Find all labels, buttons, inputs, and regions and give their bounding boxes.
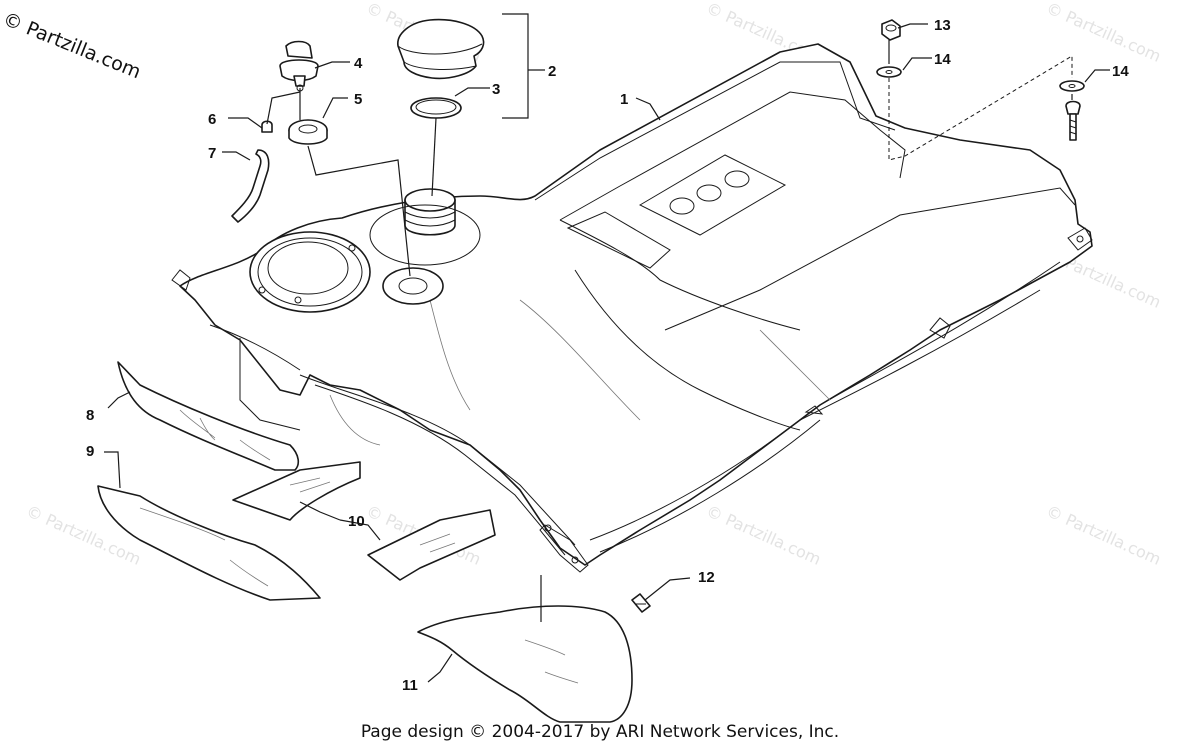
pad-8 <box>117 361 300 471</box>
pad-10-upper <box>232 461 361 521</box>
callout-2: 2 <box>548 63 556 80</box>
callout-13: 13 <box>934 17 951 34</box>
push-clip <box>631 593 651 613</box>
o-ring <box>410 97 462 119</box>
callout-12: 12 <box>698 569 715 586</box>
grommet <box>288 119 328 145</box>
rollover-valve <box>279 40 319 92</box>
callout-8: 8 <box>86 407 94 424</box>
nut <box>881 19 901 41</box>
watermark: © Partzilla.com <box>703 501 824 569</box>
callout-11: 11 <box>402 677 418 694</box>
callout-6: 6 <box>208 111 216 128</box>
pad-10-lower <box>367 509 496 581</box>
callout-14-right: 14 <box>1112 63 1129 80</box>
vent-hose <box>231 149 270 223</box>
bolt <box>1065 100 1081 141</box>
callout-7: 7 <box>208 145 216 162</box>
callout-3: 3 <box>492 81 500 98</box>
callout-10: 10 <box>348 513 365 530</box>
leader-lines <box>104 13 1110 683</box>
callout-numbers: 1 2 3 4 5 6 7 8 9 10 11 12 13 14 14 <box>86 17 1129 694</box>
washer-right <box>1059 80 1085 92</box>
watermark: © Partzilla.com <box>1043 501 1164 569</box>
hose-clamp <box>261 120 273 133</box>
callout-4: 4 <box>354 55 363 72</box>
callout-1: 1 <box>620 91 628 108</box>
fuel-cap <box>397 18 485 80</box>
callout-5: 5 <box>354 91 362 108</box>
pad-9 <box>97 485 321 601</box>
fuel-tank <box>171 43 1093 573</box>
callout-14-upper: 14 <box>934 51 951 68</box>
washer-upper <box>876 66 902 78</box>
pad-11 <box>417 605 633 723</box>
callout-9: 9 <box>86 443 94 460</box>
page-footer: Page design © 2004-2017 by ARI Network S… <box>360 722 840 742</box>
watermark: © Partzilla.com <box>1043 0 1164 66</box>
